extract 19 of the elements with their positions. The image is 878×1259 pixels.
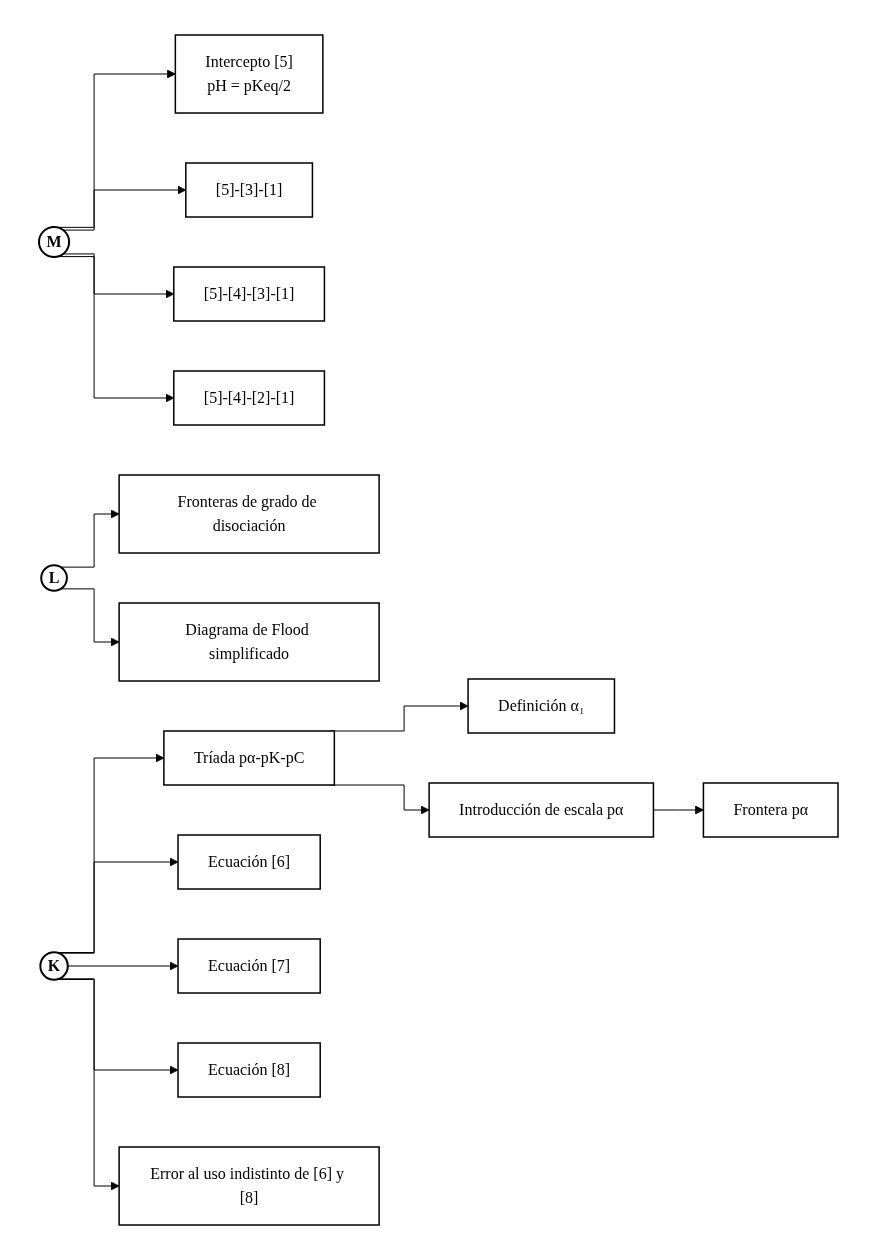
node-box: [5]-[3]-[1]: [185, 161, 314, 218]
node-circle: L: [40, 563, 69, 592]
node-circle: K: [39, 950, 70, 981]
node-box: Fronteras de grado de disociación: [118, 473, 381, 554]
node-box: Diagrama de Flood simplificado: [118, 601, 381, 682]
node-box: Definición α₁: [467, 677, 616, 734]
node-box: Ecuación [6]: [177, 833, 322, 890]
arrow: [60, 587, 120, 646]
node-box: Ecuación [8]: [177, 1041, 322, 1098]
node-box: Tríada pα-pK-pC: [163, 729, 336, 786]
arrow: [63, 252, 175, 298]
node-box: Introducción de escala pα: [428, 781, 655, 838]
node-box: Error al uso indistinto de [6] y [8]: [118, 1145, 381, 1226]
node-circle: M: [38, 225, 71, 258]
node-box: Frontera pα: [703, 781, 840, 838]
node-box: Ecuación [7]: [177, 937, 322, 994]
node-box: [5]-[4]-[2]-[1]: [173, 369, 326, 426]
node-box: Intercepto [5] pH = pKeq/2: [175, 33, 325, 114]
node-box: [5]-[4]-[3]-[1]: [173, 265, 326, 322]
